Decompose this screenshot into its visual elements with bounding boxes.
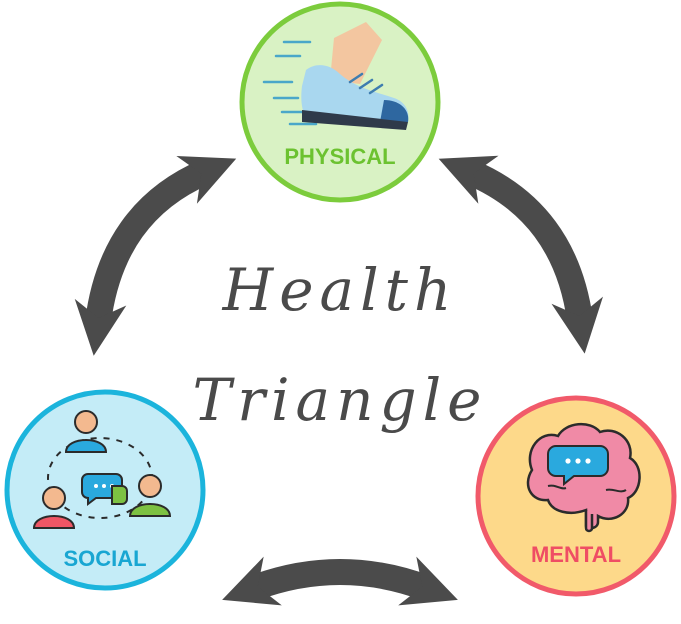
- title-line-2: Triangle: [193, 366, 488, 434]
- social-label: SOCIAL: [63, 546, 146, 571]
- title-line-1: Health: [222, 256, 458, 324]
- sneaker-icon: [262, 22, 409, 130]
- physical-node: PHYSICAL: [239, 1, 441, 203]
- brain-chat-icon: [526, 423, 641, 533]
- arrows: [74, 155, 603, 606]
- mental-node: MENTAL: [475, 395, 677, 597]
- arrow-social-mental: [222, 556, 458, 606]
- social-node: SOCIAL: [4, 389, 206, 591]
- mental-label: MENTAL: [531, 542, 621, 567]
- arrow-physical-social: [74, 156, 237, 356]
- arrow-physical-mental: [438, 155, 603, 354]
- people-chat-icon: [32, 410, 172, 529]
- physical-label: PHYSICAL: [284, 144, 395, 169]
